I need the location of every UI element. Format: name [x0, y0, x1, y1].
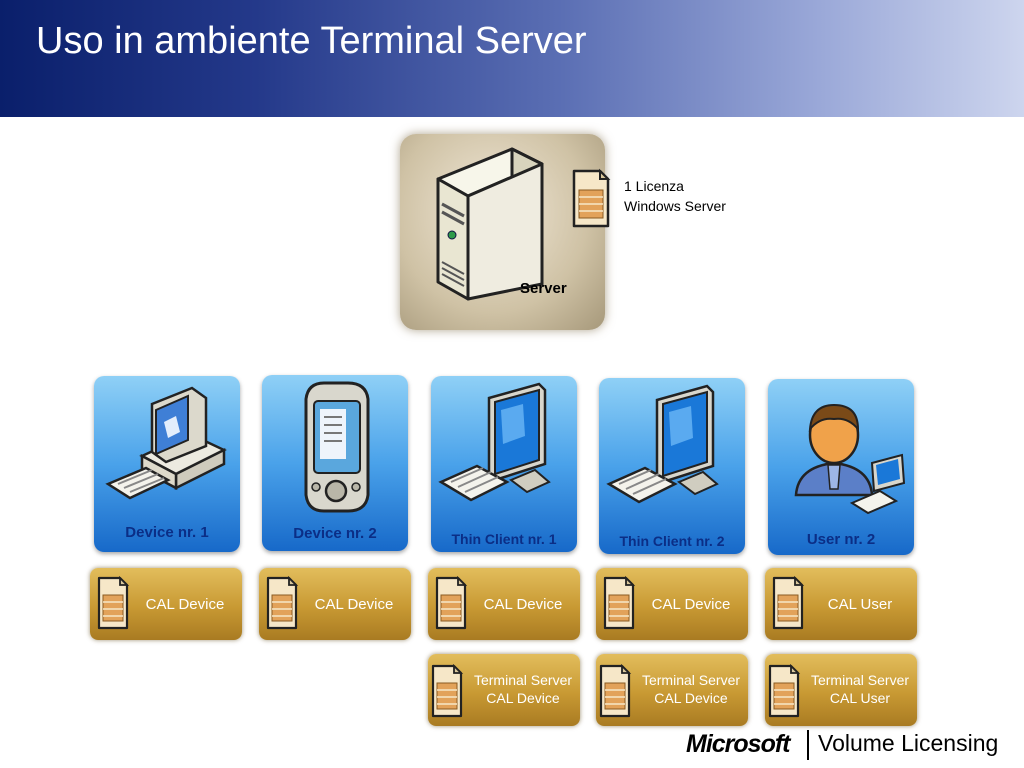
document-icon — [772, 576, 805, 630]
ts-cal-line-1: Terminal Server — [641, 672, 741, 688]
document-icon — [768, 664, 801, 718]
server-box — [400, 134, 605, 330]
pda-icon — [304, 381, 370, 513]
user-icon — [794, 403, 906, 515]
document-icon — [97, 576, 130, 630]
ts-cal-card-3: Terminal Server CAL User — [765, 654, 917, 726]
document-icon — [603, 576, 636, 630]
user-card: User nr. 2 — [768, 379, 914, 555]
document-icon — [435, 576, 468, 630]
cal-card-1: CAL Device — [90, 568, 242, 640]
microsoft-logo: Microsoft — [686, 730, 790, 758]
ts-cal-line-2: CAL Device — [486, 690, 560, 706]
device-card-2: Device nr. 2 — [262, 375, 408, 551]
thin-client-label-1: Thin Client nr. 1 — [451, 531, 557, 547]
logo-divider — [807, 730, 809, 760]
license-line-2: Windows Server — [624, 198, 726, 214]
device-label-1: Device nr. 1 — [125, 524, 209, 541]
user-label: User nr. 2 — [806, 531, 876, 548]
license-line-1: 1 Licenza — [624, 178, 684, 194]
server-label: Server — [520, 280, 567, 297]
cal-card-3: CAL Device — [428, 568, 580, 640]
device-card-1: Device nr. 1 — [94, 376, 240, 552]
cal-card-5: CAL User — [765, 568, 917, 640]
ts-cal-label: Terminal Server CAL Device — [466, 671, 580, 707]
title-banner: Uso in ambiente Terminal Server — [0, 0, 1024, 117]
thin-client-label-2: Thin Client nr. 2 — [619, 533, 725, 549]
device-label-2: Device nr. 2 — [293, 525, 377, 542]
ts-cal-line-2: CAL Device — [654, 690, 728, 706]
cal-label: CAL Device — [145, 596, 225, 613]
ts-cal-label: Terminal Server CAL User — [803, 671, 917, 707]
document-icon — [599, 664, 632, 718]
document-icon — [431, 664, 464, 718]
server-tower-icon — [436, 147, 544, 301]
cal-label: CAL Device — [483, 596, 563, 613]
desktop-pc-icon — [105, 386, 227, 500]
cal-card-2: CAL Device — [259, 568, 411, 640]
thin-client-card-2: Thin Client nr. 2 — [599, 378, 745, 554]
ts-cal-card-1: Terminal Server CAL Device — [428, 654, 580, 726]
slide-title: Uso in ambiente Terminal Server — [36, 20, 587, 62]
cal-label: CAL Device — [651, 596, 731, 613]
ts-cal-label: Terminal Server CAL Device — [634, 671, 748, 707]
monitor-keyboard-icon — [438, 382, 551, 502]
cal-label: CAL Device — [314, 596, 394, 613]
document-icon — [266, 576, 299, 630]
ts-cal-line-1: Terminal Server — [810, 672, 910, 688]
cal-label: CAL User — [827, 596, 893, 613]
thin-client-card-1: Thin Client nr. 1 — [431, 376, 577, 552]
volume-licensing-label: Volume Licensing — [818, 730, 999, 756]
server-license-text: 1 Licenza Windows Server — [624, 176, 726, 216]
document-icon — [572, 168, 611, 228]
ts-cal-line-2: CAL User — [829, 690, 891, 706]
ts-cal-line-1: Terminal Server — [473, 672, 573, 688]
cal-card-4: CAL Device — [596, 568, 748, 640]
ts-cal-card-2: Terminal Server CAL Device — [596, 654, 748, 726]
monitor-keyboard-icon — [606, 384, 719, 504]
